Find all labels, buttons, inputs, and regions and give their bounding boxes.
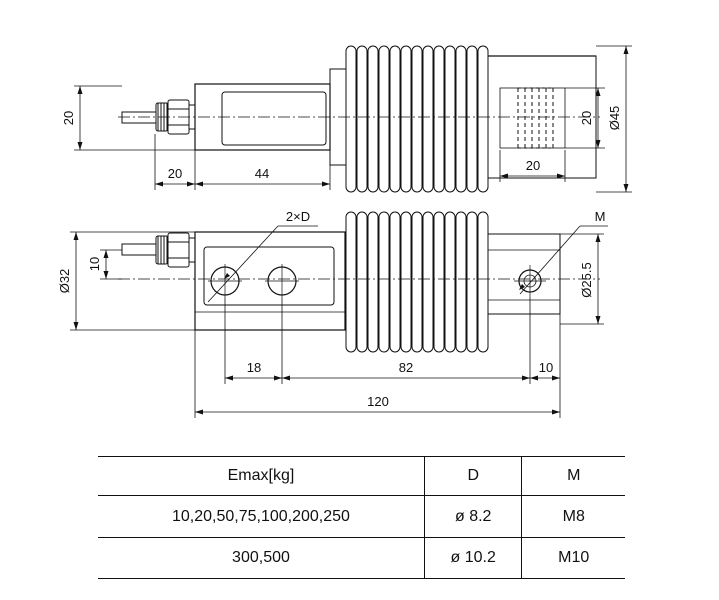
label-side-end-dia: Ø25.5 — [579, 262, 594, 297]
dim-top-rod — [499, 87, 605, 182]
dim-top-lengths — [154, 134, 331, 190]
label-top-body-len: 44 — [255, 166, 269, 181]
dim-side-height — [70, 231, 195, 331]
cell-hole-dia: ø 8.2 — [424, 495, 523, 538]
label-top-rod-len: 20 — [526, 158, 540, 173]
side-bellows — [345, 211, 489, 353]
leader-2xD — [207, 225, 318, 303]
table-header-row: Emax[kg] D M — [98, 456, 625, 496]
dim-side-end-dia — [560, 233, 604, 325]
cell-thread: M8 — [521, 495, 625, 538]
dim-top-height — [74, 85, 195, 151]
top-body-window — [221, 91, 327, 146]
header-m: M — [521, 456, 625, 496]
label-hole-spec: 2×D — [286, 209, 310, 224]
label-top-height: 20 — [61, 111, 76, 125]
header-emax: Emax[kg] — [98, 456, 425, 496]
mount-hole-2 — [265, 264, 299, 298]
cell-thread: M10 — [521, 537, 625, 579]
side-view — [70, 46, 629, 418]
top-bellows — [345, 45, 489, 193]
label-center-spacing: 82 — [399, 360, 413, 375]
table-row: 300,500 ø 10.2 M10 — [98, 537, 625, 579]
label-total-len: 120 — [367, 394, 389, 409]
top-view — [74, 45, 632, 193]
dimension-labels: 20 20 44 20 20 Ø45 2×D M Ø32 10 Ø25.5 18… — [57, 106, 622, 409]
leader-M — [519, 225, 608, 295]
thread-hole — [514, 265, 546, 297]
side-cable — [121, 243, 157, 256]
cell-capacity: 300,500 — [98, 537, 425, 579]
cell-capacity: 10,20,50,75,100,200,250 — [98, 495, 425, 538]
label-side-offset: 10 — [87, 257, 102, 271]
capacity-table: Emax[kg] D M 10,20,50,75,100,200,250 ø 8… — [98, 456, 625, 579]
side-end-block — [487, 233, 561, 315]
mount-hole-1 — [208, 264, 242, 298]
table-row: 10,20,50,75,100,200,250 ø 8.2 M8 — [98, 495, 625, 538]
label-thread-spec: M — [595, 209, 606, 224]
side-body-pocket — [203, 246, 335, 306]
arrowheads — [73, 46, 629, 415]
label-end-offset: 10 — [539, 360, 553, 375]
label-side-height: Ø32 — [57, 269, 72, 294]
top-cable — [121, 111, 157, 124]
label-top-bellows-dia: Ø45 — [607, 106, 622, 131]
label-hole-spacing: 18 — [247, 360, 261, 375]
top-threaded-rod — [499, 87, 566, 149]
load-cell-drawing: 20 20 44 20 20 Ø45 2×D M Ø32 10 Ø25.5 18… — [57, 45, 632, 418]
label-top-cable-len: 20 — [168, 166, 182, 181]
dim-side-lengths — [194, 297, 561, 418]
side-cable-gland — [155, 232, 196, 268]
header-d: D — [424, 456, 523, 496]
label-top-rod-dia: 20 — [579, 111, 594, 125]
cell-hole-dia: ø 10.2 — [424, 537, 523, 579]
side-body — [194, 231, 346, 331]
